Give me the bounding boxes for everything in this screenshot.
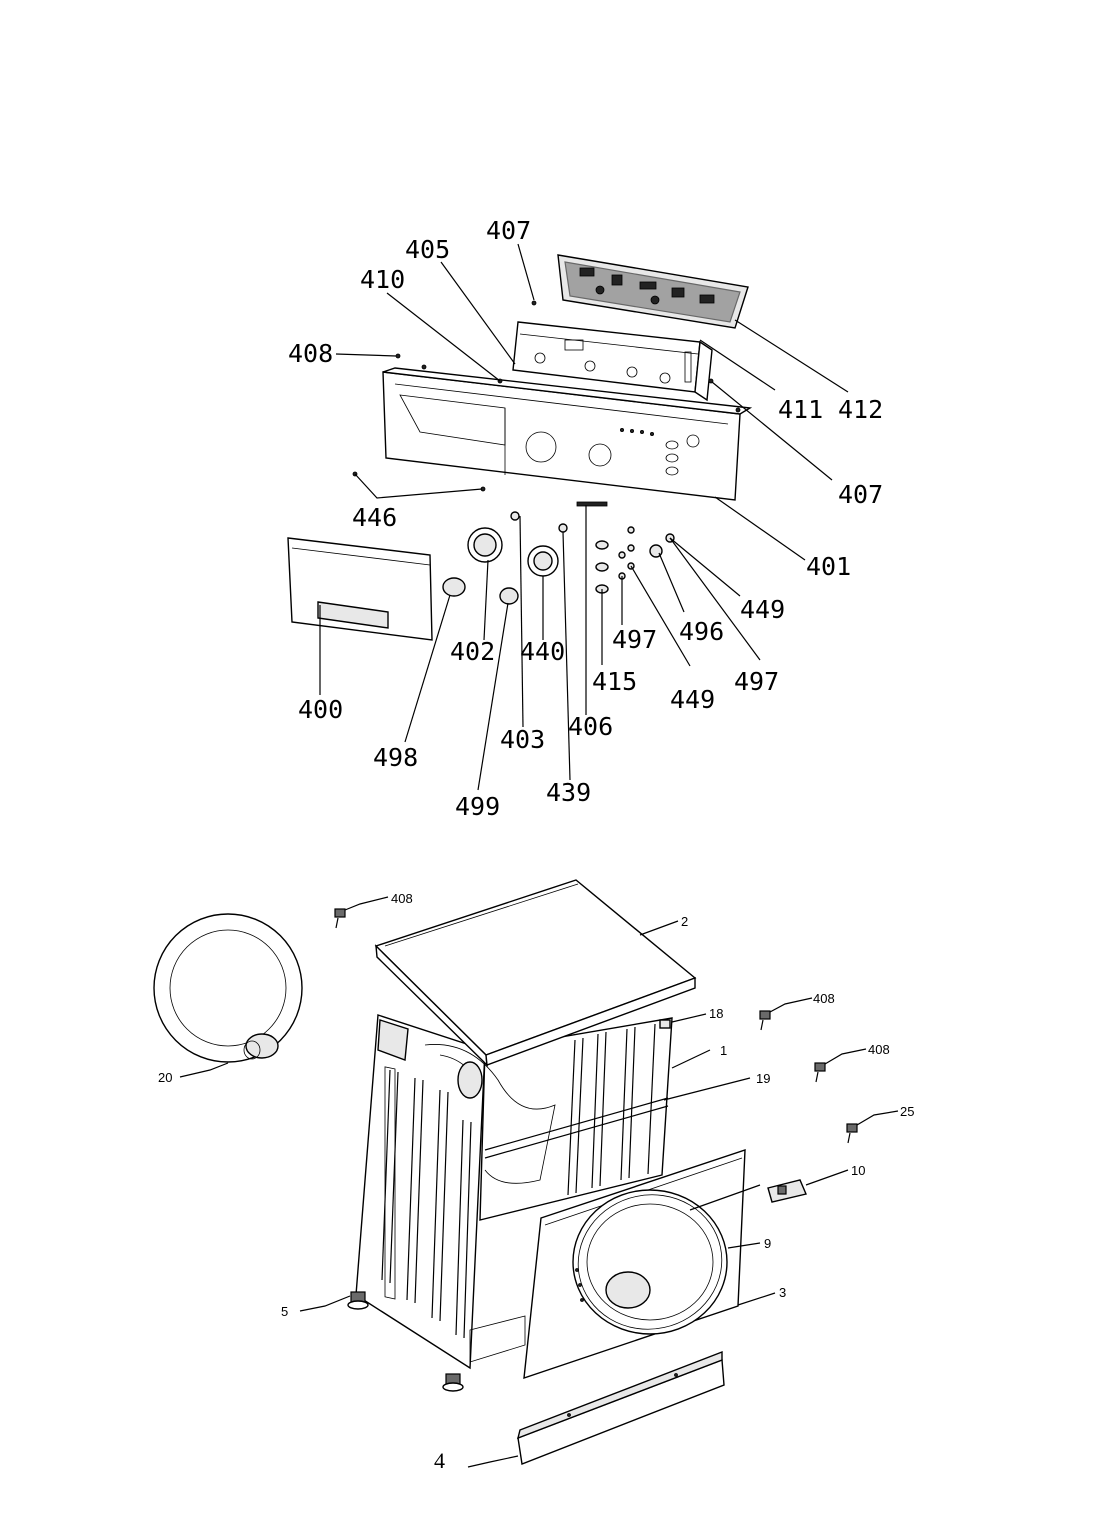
upper-leader-lines (319, 243, 849, 791)
callout-10: 10 (851, 1163, 865, 1178)
knob-cap-498 (442, 577, 466, 597)
callout-406: 406 (568, 712, 613, 741)
callout-405: 405 (405, 235, 450, 264)
callout-408-cabinet-left: 408 (391, 891, 413, 906)
callout-449-bottom: 449 (670, 685, 715, 714)
bracket-18 (659, 1019, 671, 1029)
callout-496: 496 (679, 617, 724, 646)
callout-19: 19 (756, 1071, 770, 1086)
callout-498: 498 (373, 743, 418, 772)
screws-408-25 (334, 908, 858, 1144)
callout-407-top: 407 (486, 216, 531, 245)
callout-2: 2 (681, 914, 688, 929)
callout-407-right: 407 (838, 480, 883, 509)
callout-20: 20 (158, 1070, 172, 1085)
callout-9: 9 (764, 1236, 771, 1251)
callout-408-cabinet-right-2: 408 (868, 1042, 890, 1057)
callout-410: 410 (360, 265, 405, 294)
callout-403: 403 (500, 725, 545, 754)
callout-408-top: 408 (288, 339, 333, 368)
knob-440 (527, 545, 559, 577)
callout-412: 412 (838, 395, 883, 424)
kickplate-4 (516, 1350, 725, 1465)
pcb-housing-411 (512, 321, 713, 405)
callout-18: 18 (709, 1006, 723, 1021)
control-fascia-401 (382, 367, 753, 501)
callout-499: 499 (455, 792, 500, 821)
knob-402 (467, 527, 503, 563)
cabinet-body-1 (355, 1014, 673, 1370)
callout-400: 400 (298, 695, 343, 724)
callout-449-right: 449 (740, 595, 785, 624)
callout-402: 402 (450, 637, 495, 666)
callout-439: 439 (546, 778, 591, 807)
callout-401: 401 (806, 552, 851, 581)
front-panel-3 (523, 1149, 746, 1380)
inlet-hose-20 (153, 913, 303, 1063)
control-panel-assembly: 407 405 410 408 411 412 407 446 401 449 … (287, 216, 883, 821)
cabinet-assembly: 408 2 408 18 1 408 20 19 25 10 9 3 5 4 (153, 879, 914, 1473)
callout-5: 5 (281, 1304, 288, 1319)
callout-440: 440 (520, 637, 565, 666)
upper-callout-labels: 407 405 410 408 411 412 407 446 401 449 … (288, 216, 883, 821)
callout-446: 446 (352, 503, 397, 532)
callout-415: 415 (592, 667, 637, 696)
knob-cap-499 (499, 587, 519, 605)
callout-408-cabinet-right-1: 408 (813, 991, 835, 1006)
detergent-drawer-400 (287, 537, 433, 641)
lower-callout-labels: 408 2 408 18 1 408 20 19 25 10 9 3 5 4 (158, 891, 914, 1473)
door-lock-10 (767, 1179, 807, 1203)
callout-497-left: 497 (612, 625, 657, 654)
callout-3: 3 (779, 1285, 786, 1300)
lower-leader-lines (179, 896, 899, 1468)
top-cover-2 (374, 879, 697, 1067)
callout-497-right: 497 (734, 667, 779, 696)
callout-1: 1 (720, 1043, 727, 1058)
callout-411: 411 (778, 395, 823, 424)
adjustable-feet-5 (347, 1291, 464, 1392)
callout-4: 4 (434, 1448, 445, 1473)
callout-25: 25 (900, 1104, 914, 1119)
pcb-board-412 (557, 254, 749, 329)
